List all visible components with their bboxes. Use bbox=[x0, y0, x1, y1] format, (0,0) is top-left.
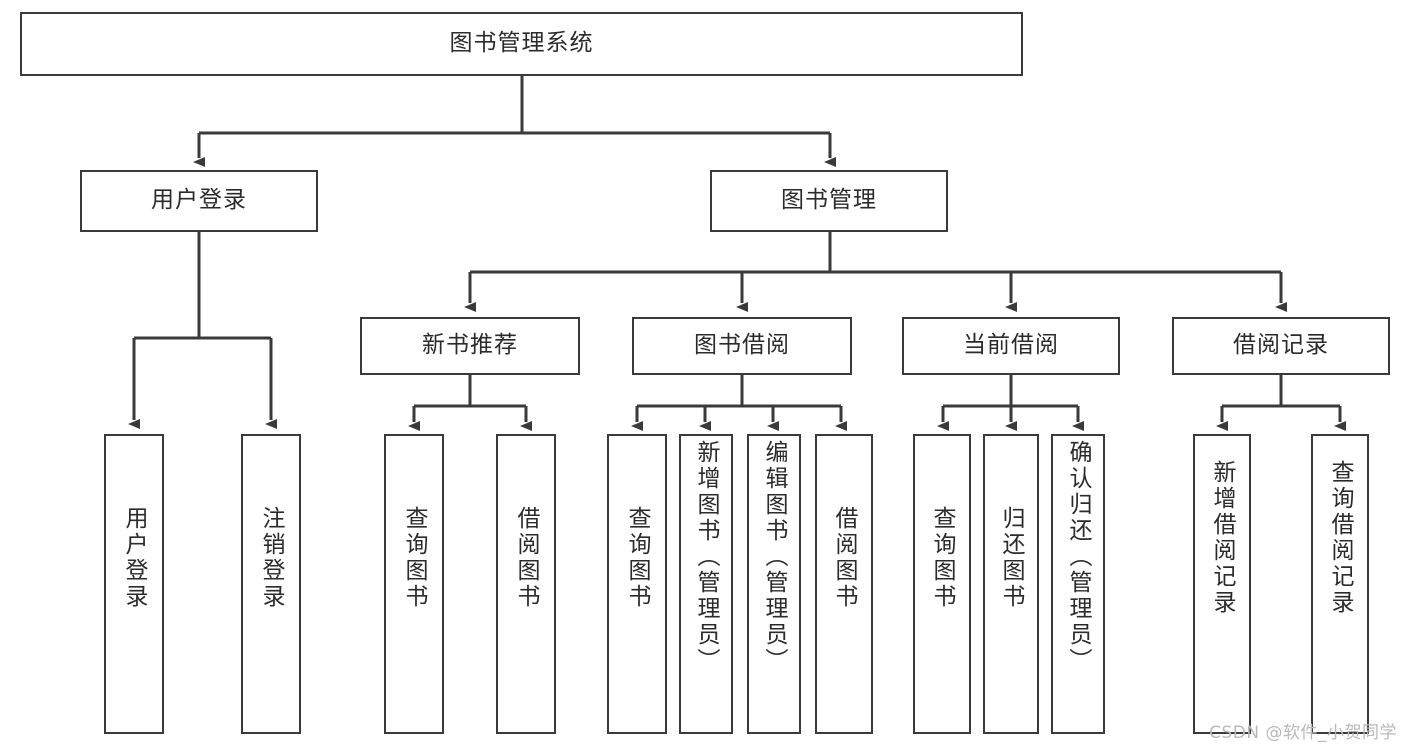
node-borrow-record[interactable]: 借阅记录 bbox=[1172, 317, 1390, 375]
node-label: 新书推荐 bbox=[422, 332, 518, 359]
node-label: 归还图书 bbox=[998, 506, 1025, 610]
node-label: 图书借阅 bbox=[694, 332, 790, 359]
watermark-text: CSDN @软件_小贺同学 bbox=[1209, 723, 1397, 743]
leaf-book-borrow-add-book-admin[interactable]: 新增图书（管理员） bbox=[679, 434, 733, 734]
leaf-current-borrow-query-book[interactable]: 查询图书 bbox=[913, 434, 971, 734]
node-label: 图书管理 bbox=[781, 187, 877, 214]
node-label: 确认归还（管理员） bbox=[1065, 440, 1092, 674]
node-label: 新增图书（管理员） bbox=[693, 440, 720, 674]
leaf-user-login-logout[interactable]: 注销登录 bbox=[241, 434, 301, 734]
node-user-login[interactable]: 用户登录 bbox=[80, 170, 318, 232]
node-label: 借阅记录 bbox=[1233, 332, 1329, 359]
node-book-management[interactable]: 图书管理 bbox=[710, 170, 948, 232]
node-label: 查询图书 bbox=[929, 506, 956, 610]
node-new-book-recommend[interactable]: 新书推荐 bbox=[360, 317, 580, 375]
leaf-borrow-record-query-record[interactable]: 查询借阅记录 bbox=[1311, 434, 1369, 734]
node-label: 注销登录 bbox=[258, 506, 285, 610]
node-label: 用户登录 bbox=[121, 506, 148, 610]
leaf-current-borrow-return-book[interactable]: 归还图书 bbox=[983, 434, 1039, 734]
node-book-borrow[interactable]: 图书借阅 bbox=[632, 317, 852, 375]
node-label: 编辑图书（管理员） bbox=[761, 440, 788, 674]
node-label: 当前借阅 bbox=[963, 332, 1059, 359]
node-root-system[interactable]: 图书管理系统 bbox=[20, 12, 1023, 76]
node-current-borrow[interactable]: 当前借阅 bbox=[902, 317, 1120, 375]
node-label: 借阅图书 bbox=[513, 506, 540, 610]
node-label: 查询图书 bbox=[624, 506, 651, 610]
node-label: 图书管理系统 bbox=[449, 30, 594, 57]
node-label: 新增借阅记录 bbox=[1209, 460, 1236, 616]
leaf-current-borrow-confirm-return-admin[interactable]: 确认归还（管理员） bbox=[1051, 434, 1105, 734]
node-label: 查询图书 bbox=[401, 506, 428, 610]
leaf-book-borrow-edit-book-admin[interactable]: 编辑图书（管理员） bbox=[747, 434, 801, 734]
leaf-new-book-borrow-book[interactable]: 借阅图书 bbox=[496, 434, 556, 734]
node-label: 查询借阅记录 bbox=[1327, 460, 1354, 616]
leaf-user-login-login[interactable]: 用户登录 bbox=[104, 434, 164, 734]
leaf-book-borrow-query-book[interactable]: 查询图书 bbox=[607, 434, 667, 734]
node-label: 借阅图书 bbox=[831, 506, 858, 610]
leaf-borrow-record-add-record[interactable]: 新增借阅记录 bbox=[1193, 434, 1251, 734]
leaf-book-borrow-borrow-book[interactable]: 借阅图书 bbox=[815, 434, 873, 734]
leaf-new-book-query-book[interactable]: 查询图书 bbox=[384, 434, 444, 734]
node-label: 用户登录 bbox=[151, 187, 247, 214]
